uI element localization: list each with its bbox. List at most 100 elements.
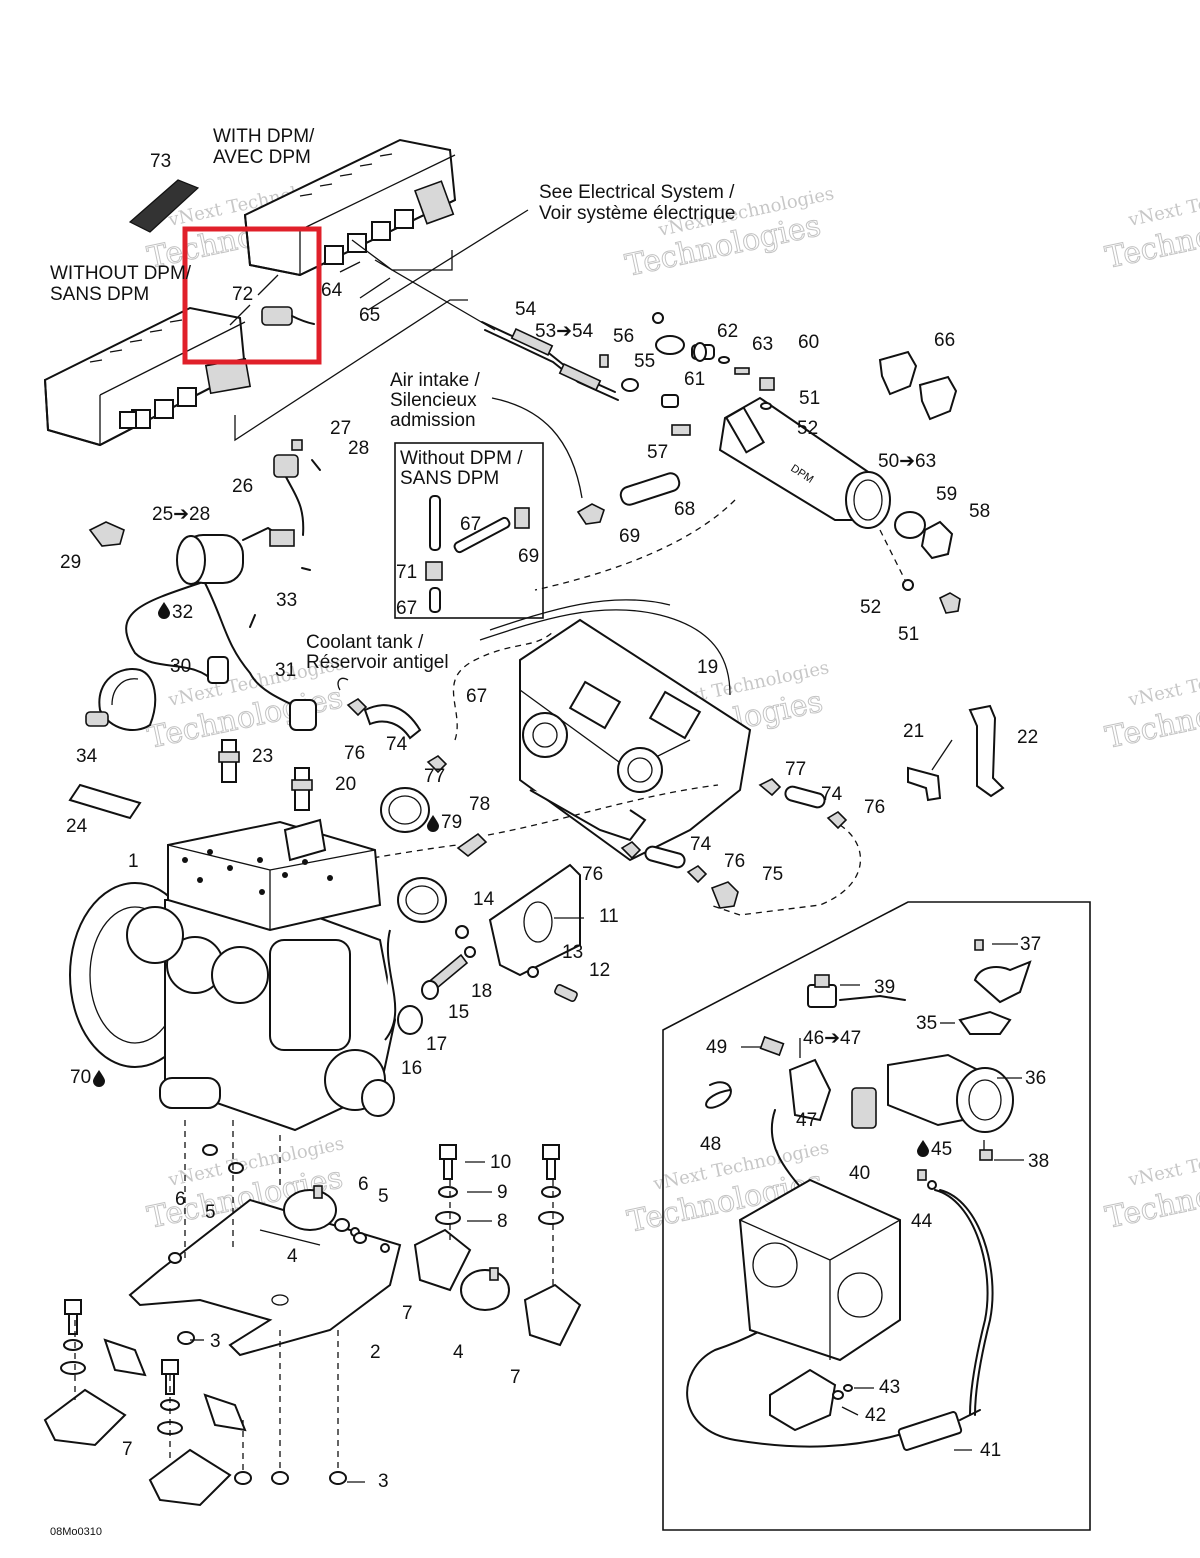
figure-code: 08Mo0310 [50,1526,102,1538]
part-label: 74 [821,784,843,805]
svg-text:Without DPM /: Without DPM / [400,448,523,469]
part-label: 36 [1025,1068,1046,1089]
part-label: 49 [706,1037,727,1058]
part-label: 48 [700,1134,721,1155]
part-label: 44 [911,1211,933,1232]
part-label: 3 [210,1331,221,1352]
part-label: 70 [70,1067,91,1088]
bracket-22 [968,704,1005,798]
svg-text:See Electrical System /: See Electrical System / [539,182,735,203]
part-label: 7 [402,1303,413,1324]
part-label: 63 [752,334,773,355]
inset-without-dpm [394,442,544,619]
part-label: 50➔63 [878,451,936,472]
decal-vnext [128,179,200,233]
carburetors-19 [479,599,752,862]
part-label: 24 [66,816,88,837]
part-label: 19 [697,657,718,678]
part-labels: 73 72 64 65 54 53➔54 56 55 62 63 60 66 6… [60,151,1049,1492]
part-label: 37 [1020,934,1041,955]
spark-plugs [218,739,313,811]
svg-text:admission: admission [390,410,476,431]
part-label: 5 [205,1202,216,1223]
part-label: 21 [903,721,924,742]
part-label: 5 [378,1186,389,1207]
sensor-parts-top [599,312,775,436]
part-label: 11 [599,906,619,927]
part-label: 39 [874,977,895,998]
part-label: 42 [865,1405,886,1426]
bolts-8-9-10 [60,1144,564,1485]
svg-text:SANS DPM: SANS DPM [400,468,499,489]
svg-text:Voir système électrique: Voir système électrique [539,203,735,224]
part-label: 62 [717,321,738,342]
part-label: 76 [582,864,603,885]
part-label: 34 [76,746,98,767]
svg-text:WITH DPM/: WITH DPM/ [213,126,315,147]
mount-plate-2 [128,1198,402,1357]
part-label: 60 [798,332,819,353]
bracket-21 [907,766,942,802]
part-label: 51 [799,388,820,409]
hose-68 [619,472,681,506]
leader-lines [190,917,1024,1483]
part-label: 4 [287,1246,298,1267]
part-label: 61 [684,369,705,390]
engine-block [69,818,397,1132]
part-label: 67 [466,686,487,707]
part-label: 6 [175,1189,186,1210]
callout-electrical: See Electrical System / Voir système éle… [539,182,735,224]
part-label: 6 [358,1174,369,1195]
inset-electrical-parts [686,939,1032,1451]
part-label: 77 [785,759,806,780]
lubricant-drop-icons [93,602,929,1157]
part-label: 74 [690,834,712,855]
plate-11 [397,863,581,1035]
callout-air-intake: Air intake / Silencieux admission [390,370,480,431]
callout-inset-without-dpm: Without DPM / SANS DPM [400,448,523,489]
clamp-20 [380,787,430,833]
part-label: 16 [401,1058,422,1079]
brackets-7 [43,1228,582,1507]
dpm-manifold: DPM [718,396,954,560]
part-label: 23 [252,746,273,767]
harness-53-54 [481,321,619,401]
part-label: 22 [1017,727,1038,748]
cap-34 [85,668,157,731]
callout-coolant-tank: Coolant tank / Réservoir antigel [306,632,449,673]
part-label: 75 [762,864,783,885]
part-label: 4 [453,1342,464,1363]
part-label: 57 [647,442,668,463]
inset-parts [425,495,530,613]
part-label: 8 [497,1211,508,1232]
part-label: 52 [797,418,818,439]
part-label: 20 [335,774,356,795]
part-label: 15 [448,1002,469,1023]
highlight-box [182,226,322,365]
svg-text:Réservoir antigel: Réservoir antigel [306,652,449,673]
part-label: 74 [386,734,408,755]
decal-24 [68,783,142,820]
part-label: 79 [441,812,462,833]
part-label: 78 [469,794,490,815]
part-label: 69 [518,546,539,567]
part-label: 76 [864,797,885,818]
part-label: 27 [330,418,351,439]
part-label: 10 [490,1152,511,1173]
part-label: 13 [562,942,583,963]
svg-text:Coolant tank /: Coolant tank / [306,632,424,653]
dpm-module-with [243,138,457,277]
part-label: 65 [359,305,380,326]
part-label: 53➔54 [535,321,594,342]
callout-without-dpm: WITHOUT DPM/ SANS DPM [50,263,192,305]
ignition-coil [88,439,321,731]
part-label: 2 [370,1342,381,1363]
part-label: 72 [232,284,253,305]
part-label: 77 [424,766,445,787]
part-label: 26 [232,476,253,497]
part-label: 17 [426,1034,447,1055]
dpm-module-without [43,306,252,447]
part-label: 54 [515,299,537,320]
part-label: 58 [969,501,990,522]
